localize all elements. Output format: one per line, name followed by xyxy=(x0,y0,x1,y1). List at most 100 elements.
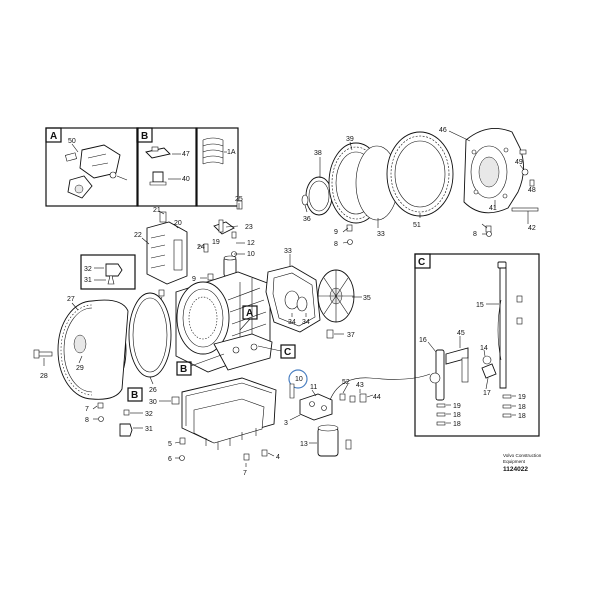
callout-19-c-a[interactable]: 19 xyxy=(453,403,461,410)
ref-box-b-pan-letter: B xyxy=(180,364,187,375)
callout-20[interactable]: 20 xyxy=(174,220,182,227)
callout-3[interactable]: 3 xyxy=(284,420,288,427)
callout-7-pan[interactable]: 7 xyxy=(243,470,247,477)
callout-41[interactable]: 41 xyxy=(489,205,497,212)
callout-21[interactable]: 21 xyxy=(153,207,161,214)
filter-head-assembly xyxy=(288,369,431,457)
callout-19-c-b[interactable]: 19 xyxy=(518,394,526,401)
detail-box-b: B 47 40 xyxy=(136,127,198,207)
callout-24[interactable]: 24 xyxy=(197,244,205,251)
callout-18-c-b[interactable]: 18 xyxy=(453,421,461,428)
stamp-drawing-id: 1124022 xyxy=(503,466,528,473)
callout-11[interactable]: 11 xyxy=(310,384,317,391)
callout-17[interactable]: 17 xyxy=(483,390,491,397)
callout-52[interactable]: 52 xyxy=(342,379,350,386)
callout-10-filter[interactable]: 10 xyxy=(295,376,303,383)
callout-8-top[interactable]: 8 xyxy=(334,241,338,248)
detail-box-spring: 1A xyxy=(195,127,239,207)
callout-35[interactable]: 35 xyxy=(363,295,371,302)
callouts-left: 27 28 29 26 xyxy=(40,296,157,394)
callout-51[interactable]: 51 xyxy=(413,222,421,229)
ref-box-b-left-letter: B xyxy=(131,390,138,401)
callout-16[interactable]: 16 xyxy=(419,337,427,344)
callout-32-box[interactable]: 32 xyxy=(84,266,92,273)
ring-gear-assembly xyxy=(301,127,539,245)
callout-47[interactable]: 47 xyxy=(182,151,190,158)
callout-36[interactable]: 36 xyxy=(303,216,311,223)
ref-box-c[interactable]: C xyxy=(257,344,296,359)
detail-sensor-box: 32 31 xyxy=(80,254,136,290)
callout-31-box[interactable]: 31 xyxy=(84,277,92,284)
ref-box-b-left[interactable]: B xyxy=(127,387,143,402)
callout-8-right[interactable]: 8 xyxy=(473,231,477,238)
callout-23[interactable]: 23 xyxy=(245,224,253,231)
callout-31-lower[interactable]: 31 xyxy=(145,426,153,433)
sensor-part xyxy=(65,144,128,199)
callout-5[interactable]: 5 xyxy=(168,441,172,448)
callout-19-valve[interactable]: 19 xyxy=(212,239,220,246)
callout-45[interactable]: 45 xyxy=(457,330,465,337)
callout-43[interactable]: 43 xyxy=(356,382,364,389)
callout-22[interactable]: 22 xyxy=(134,232,142,239)
callout-29[interactable]: 29 xyxy=(76,365,84,372)
ref-box-a[interactable]: A xyxy=(239,305,258,331)
callout-25[interactable]: 25 xyxy=(235,196,243,203)
callouts-center: 33 35 34 34 37 xyxy=(284,248,371,339)
callout-1A[interactable]: 1A xyxy=(227,149,236,156)
callout-38[interactable]: 38 xyxy=(314,150,322,157)
callout-34-b[interactable]: 34 xyxy=(302,319,310,326)
spring-part xyxy=(202,137,224,165)
detail-box-c: C xyxy=(414,253,540,437)
callout-30[interactable]: 30 xyxy=(149,399,157,406)
callout-9-top[interactable]: 9 xyxy=(334,229,338,236)
callouts-top-right: 39 38 36 33 51 46 49 48 42 41 9 8 8 xyxy=(303,127,536,248)
callout-10-valve[interactable]: 10 xyxy=(247,251,255,258)
callout-9-housing[interactable]: 9 xyxy=(192,276,196,283)
callout-18-c-c[interactable]: 18 xyxy=(518,404,526,411)
ref-box-c-letter: C xyxy=(284,347,291,358)
highlight-ring xyxy=(288,369,308,389)
callout-7-left[interactable]: 7 xyxy=(85,406,89,413)
callout-37[interactable]: 37 xyxy=(347,332,355,339)
lower-left-parts: 7 8 32 31 xyxy=(85,402,153,437)
callout-15[interactable]: 15 xyxy=(476,302,484,309)
dipstick-tube xyxy=(497,261,523,389)
filler-pipe xyxy=(429,347,497,401)
callout-50[interactable]: 50 xyxy=(68,138,76,145)
callout-8-left[interactable]: 8 xyxy=(85,417,89,424)
callout-34-a[interactable]: 34 xyxy=(288,319,296,326)
callouts-filter: 10 11 3 13 52 43 44 xyxy=(284,376,381,448)
callout-13[interactable]: 13 xyxy=(300,441,308,448)
callout-49[interactable]: 49 xyxy=(515,159,523,166)
transmission-housing xyxy=(175,271,273,373)
callout-27[interactable]: 27 xyxy=(67,296,75,303)
ref-box-b-pan[interactable]: B xyxy=(176,353,225,376)
control-valve-assembly xyxy=(146,200,243,285)
callout-48[interactable]: 48 xyxy=(528,187,536,194)
callout-26[interactable]: 26 xyxy=(149,387,157,394)
callout-4[interactable]: 4 xyxy=(276,454,280,461)
callout-28[interactable]: 28 xyxy=(40,373,48,380)
callout-33-top[interactable]: 33 xyxy=(377,231,385,238)
callout-18-c-d[interactable]: 18 xyxy=(518,413,526,420)
callout-18-c-a[interactable]: 18 xyxy=(453,412,461,419)
callout-6[interactable]: 6 xyxy=(168,456,172,463)
callout-14[interactable]: 14 xyxy=(480,345,488,352)
callout-12[interactable]: 12 xyxy=(247,240,255,247)
stamp-brand-line2: Equipment xyxy=(503,459,526,464)
callout-42[interactable]: 42 xyxy=(528,225,536,232)
stamp-brand-line1: Volvo Construction xyxy=(503,453,542,458)
callout-46[interactable]: 46 xyxy=(439,127,447,134)
detail-box-a: A 50 xyxy=(45,127,139,207)
callout-32-lower[interactable]: 32 xyxy=(145,411,153,418)
detail-box-a-letter: A xyxy=(50,131,57,142)
callout-44[interactable]: 44 xyxy=(373,394,381,401)
callout-33-center[interactable]: 33 xyxy=(284,248,292,255)
detail-box-b-letter: B xyxy=(141,131,148,142)
callouts-pan: 30 5 6 7 4 xyxy=(149,399,280,477)
hardware-stacks xyxy=(436,394,512,426)
callout-39[interactable]: 39 xyxy=(346,136,354,143)
callout-40[interactable]: 40 xyxy=(182,176,190,183)
